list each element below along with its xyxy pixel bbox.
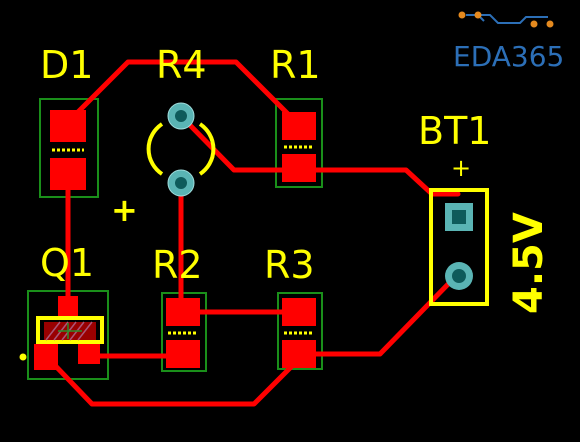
- logo-dot-4: [546, 20, 554, 28]
- label-bt1: BT1: [418, 109, 491, 153]
- label-q1: Q1: [40, 241, 94, 285]
- logo-text: EDA365: [453, 40, 564, 73]
- label-r2: R2: [152, 243, 203, 287]
- d1-pad-2: [50, 158, 86, 190]
- label-d1: D1: [40, 43, 93, 87]
- eda365-logo: EDA365: [453, 11, 564, 73]
- bt1-pad-plus-hole: [452, 210, 466, 224]
- r2-pad-1: [166, 298, 200, 326]
- r3-outline: [277, 292, 323, 370]
- bt1-pad-minus-hole: [452, 269, 466, 283]
- bt1-outline: [429, 188, 489, 306]
- q1-pad-base: [34, 344, 58, 370]
- label-r3: R3: [264, 243, 315, 287]
- r4-pad-2-hole: [175, 177, 187, 189]
- q1-pad-collector: [58, 296, 78, 318]
- r4-pad-1-hole: [175, 110, 187, 122]
- trace-d1-r1: [65, 59, 301, 127]
- label-bt1-plus: +: [451, 154, 471, 182]
- trace-q1-r3: [43, 353, 301, 407]
- r4-silk-arc-left: [146, 122, 164, 176]
- r1-pad-2: [282, 154, 316, 182]
- label-plus-mark: +: [111, 191, 138, 229]
- logo-dot-1: [458, 11, 466, 19]
- logo-dot-2: [474, 11, 482, 19]
- r3-pad-1: [282, 298, 316, 326]
- label-battery-voltage: 4.5V: [506, 212, 552, 314]
- trace-r4-bt1: [178, 113, 461, 197]
- r1-outline: [275, 98, 323, 188]
- q1-pin1-dot: [19, 353, 27, 361]
- r2-outline: [161, 292, 207, 372]
- d1-pad-1: [50, 110, 86, 142]
- r2-pad-2: [166, 340, 200, 368]
- r4-silk-arc-right: [198, 122, 216, 176]
- r3-pad-2: [282, 340, 316, 368]
- r4-component: [146, 102, 216, 197]
- label-r1: R1: [270, 43, 321, 87]
- logo-dot-3: [530, 20, 538, 28]
- reference-designators: D1 R4 R1 BT1 Q1 R2 R3 + + 4.5V: [40, 43, 552, 314]
- q1-body-outline: [36, 316, 104, 344]
- label-r4: R4: [156, 43, 207, 87]
- smd-pads: [34, 110, 316, 370]
- bt1-component: [429, 188, 489, 306]
- r1-pad-1: [282, 112, 316, 140]
- q1-pad-emitter: [78, 344, 100, 364]
- q1-silk: [19, 316, 104, 361]
